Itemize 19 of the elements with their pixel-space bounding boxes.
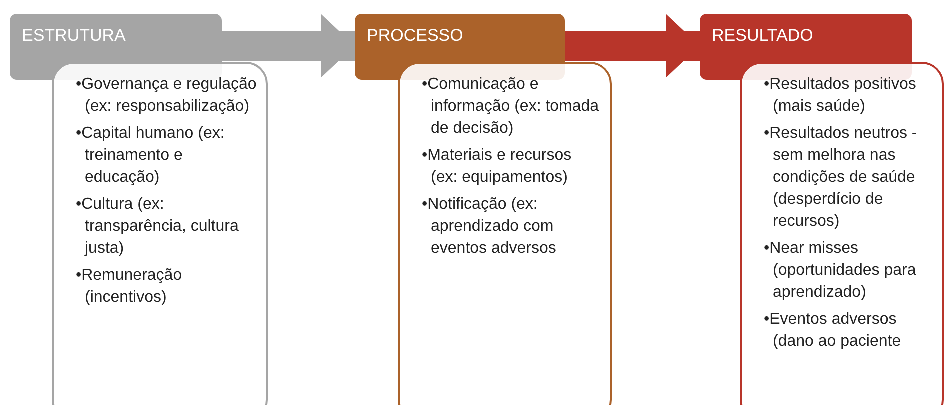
bullet-text: •Resultados neutros - sem melhora nas condições de saúde (desperdício de recursos): [764, 124, 918, 232]
bullet-text: •Resultados positivos (mais saúde): [764, 75, 918, 117]
bullet-text: •Notificação (ex: aprendizado com eventos adversos: [422, 195, 558, 259]
header-title: RESULTADO: [712, 26, 814, 46]
bullet-text: •Comunicação e informação (ex: tomada de decisão): [422, 75, 600, 139]
header-title: ESTRUTURA: [22, 26, 126, 46]
header-title: PROCESSO: [367, 26, 464, 46]
bullet-text: •Eventos adversos (dano ao paciente: [764, 310, 902, 352]
block-arrow: [222, 14, 355, 78]
content-card: [52, 62, 268, 405]
bullet-text: •Capital humano (ex: treinamento e educação): [76, 124, 226, 188]
content-card: [740, 62, 944, 405]
bullet-text: •Governança e regulação (ex: responsabilização): [76, 75, 258, 117]
bullet-text: •Materiais e recursos (ex: equipamentos): [422, 146, 573, 188]
bullet-text: •Remuneração (incentivos): [76, 266, 184, 308]
block-arrow: [565, 14, 700, 78]
bullet-text: •Cultura (ex: transparência, cultura justa): [76, 195, 240, 259]
content-card: [398, 62, 612, 405]
bullet-text: •Near misses (oportunidades para aprendizado): [764, 239, 918, 303]
